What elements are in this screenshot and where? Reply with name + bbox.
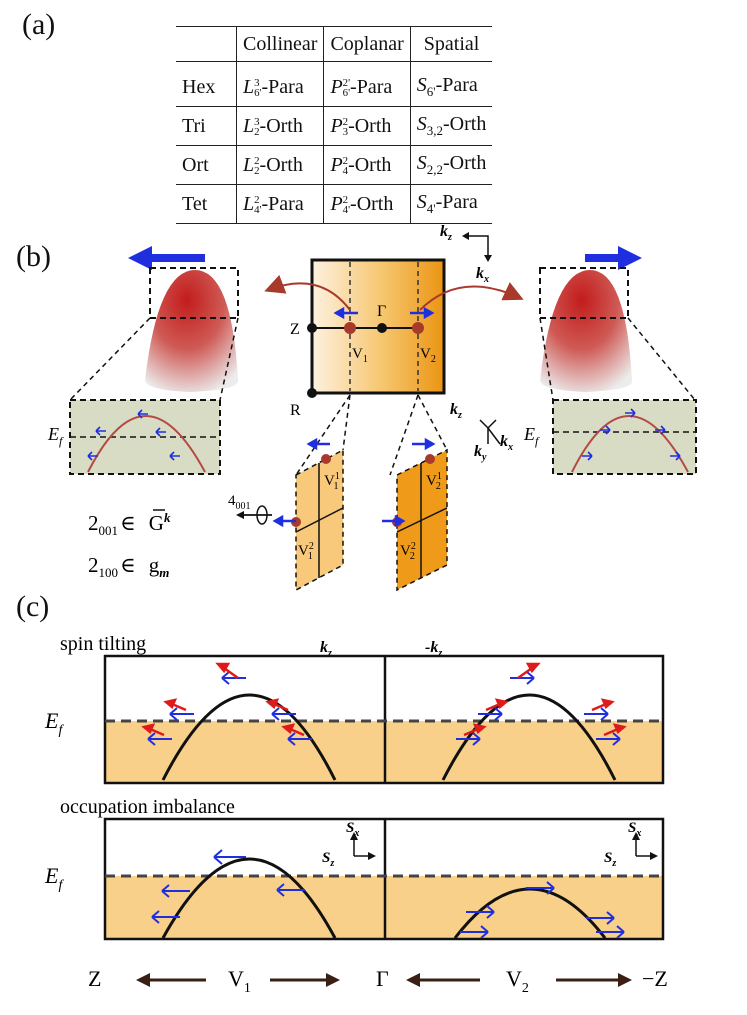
- row-label: Ort: [176, 145, 237, 185]
- table-header-collinear: Collinear: [235, 26, 324, 62]
- curved-arrow-right: [419, 282, 524, 311]
- axes-top-kz-kx: kz kx: [440, 223, 492, 285]
- svg-text:Z: Z: [88, 966, 101, 991]
- table-header-empty: [176, 26, 237, 62]
- equation-2100: 2100∈ gm: [88, 553, 169, 580]
- title-spin-tilting: spin tilting: [60, 633, 146, 655]
- spin-tilting-arrows-right: [456, 662, 627, 746]
- point-V1: [344, 322, 356, 334]
- ef-label-c-top: Ef: [44, 708, 64, 738]
- table-header-spatial: Spatial: [409, 26, 493, 62]
- panel-label-a: (a): [22, 8, 56, 41]
- svg-text:kz: kz: [450, 401, 462, 421]
- dashed-box-left: [149, 267, 239, 319]
- inset-left-spins: [87, 409, 180, 461]
- band-curve-left-bottom: [161, 857, 337, 939]
- svg-text:Sx: Sx: [346, 820, 359, 839]
- ef-label-b-left: Ef: [47, 424, 64, 448]
- minus-kz-label: -kz: [425, 639, 442, 659]
- panel-label-c: (c): [16, 590, 50, 623]
- spin-axes-left: Sx Sz: [322, 820, 376, 869]
- point-Gamma: [377, 323, 387, 333]
- label-V1: V1: [352, 346, 368, 365]
- occupation-arrows-right: [460, 881, 625, 939]
- svg-text:Sx: Sx: [628, 820, 641, 839]
- svg-text:Sz: Sz: [604, 850, 616, 869]
- occupation-arrows-left: [151, 849, 305, 924]
- point-Z: [307, 323, 317, 333]
- spatial-cell: S4'-Para: [409, 184, 493, 224]
- row-label: Tri: [176, 106, 237, 146]
- band-curve-left-top: [161, 693, 337, 781]
- inset-right: [552, 399, 697, 475]
- bottom-axis: Z V1 Γ V2 −Z: [88, 966, 668, 996]
- point-R: [307, 388, 317, 398]
- point-V2: [412, 322, 424, 334]
- svg-text:V2: V2: [506, 966, 529, 996]
- title-occupation-imbalance: occupation imbalance: [60, 796, 235, 818]
- bz-spin-arrows: [333, 306, 435, 320]
- row-label: Hex: [182, 75, 216, 98]
- table-header-coplanar: Coplanar: [323, 26, 411, 62]
- svg-text:ky: ky: [474, 443, 487, 463]
- row-label: Tet: [176, 184, 237, 224]
- ef-label-b-right: Ef: [523, 424, 540, 448]
- band-curve-right-top: [441, 693, 617, 781]
- label-V2: V2: [420, 346, 436, 365]
- axes-mid-kz-ky-kx: kz ky kx: [450, 401, 513, 463]
- spin-axes-right: Sx Sz: [604, 820, 658, 869]
- rotation-4001: 4001: [228, 493, 272, 525]
- big-left-blue-arrow: [128, 246, 205, 270]
- svg-text:kx: kx: [500, 433, 513, 453]
- svg-text:Γ: Γ: [376, 966, 389, 991]
- label-R: R: [290, 402, 301, 419]
- spatial-cell: S2,2-Orth: [409, 145, 493, 185]
- dashed-box-right: [539, 267, 629, 319]
- spin-tilting-arrows-left: [141, 662, 312, 746]
- inset-right-spins: [582, 408, 681, 461]
- svg-text:V1: V1: [228, 966, 251, 996]
- zoom-line: [219, 317, 239, 401]
- svg-text:−Z: −Z: [642, 966, 668, 991]
- svg-text:4001: 4001: [228, 493, 251, 512]
- svg-text:kz: kz: [440, 223, 452, 243]
- spatial-cell: S6'-Para: [409, 68, 493, 107]
- band-dome-right: [540, 270, 633, 392]
- label-Gamma: Γ: [377, 303, 386, 320]
- svg-text:Sz: Sz: [322, 850, 334, 869]
- spatial-cell: S3,2-Orth: [409, 106, 493, 146]
- band-dome-left: [145, 270, 239, 392]
- curved-arrow-left: [264, 274, 351, 311]
- equation-2001: 2001∈ Gk: [88, 510, 171, 538]
- panel-label-b: (b): [16, 240, 51, 273]
- zoom-line: [69, 317, 151, 401]
- ef-label-c-bottom: Ef: [44, 863, 64, 893]
- big-right-blue-arrow: [585, 246, 642, 270]
- kz-label: kz: [320, 639, 332, 659]
- label-Z: Z: [290, 321, 300, 338]
- svg-text:kx: kx: [476, 265, 489, 285]
